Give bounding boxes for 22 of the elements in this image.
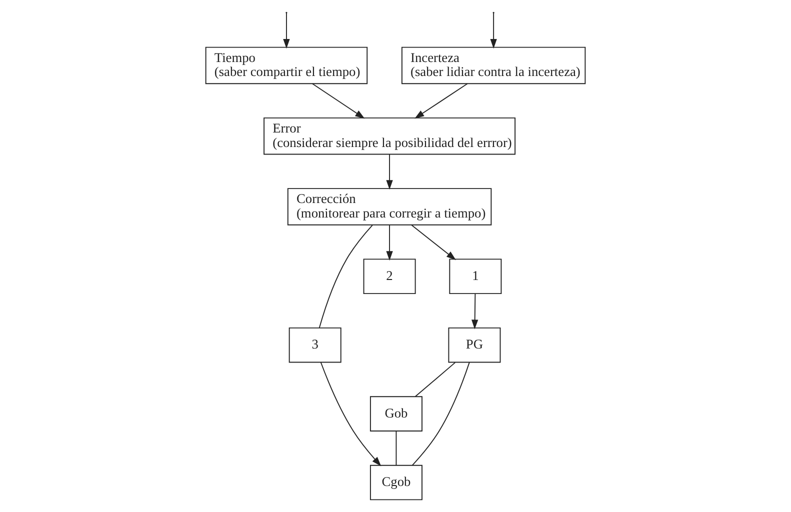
arrow bbox=[411, 224, 456, 260]
arrow bbox=[320, 362, 382, 466]
node-box: 1 bbox=[449, 258, 502, 294]
node-box: 3 bbox=[288, 327, 342, 363]
node-box: PG bbox=[448, 327, 501, 363]
node-box: Tiempo (saber compartir el tiempo) bbox=[205, 46, 368, 84]
node-box: Gob bbox=[370, 396, 422, 432]
arrow bbox=[414, 83, 468, 119]
node-box: Corrección (monitorear para corregir a tiempo) bbox=[287, 188, 492, 226]
connector bbox=[396, 430, 397, 466]
node-box: Incerteza (saber lidiar contra la incerteza) bbox=[401, 46, 586, 84]
arrow bbox=[312, 83, 365, 119]
node-box: 2 bbox=[363, 258, 416, 294]
arrow bbox=[386, 154, 393, 190]
arrow bbox=[386, 224, 393, 261]
node-box: Error (considerar siempre la posibilidad del errror) bbox=[264, 117, 516, 155]
node-box: Cgob bbox=[370, 464, 422, 500]
connector bbox=[414, 362, 456, 398]
arrow bbox=[471, 293, 478, 330]
connector bbox=[412, 362, 470, 466]
arrow bbox=[490, 12, 497, 49]
connector bbox=[318, 224, 373, 328]
